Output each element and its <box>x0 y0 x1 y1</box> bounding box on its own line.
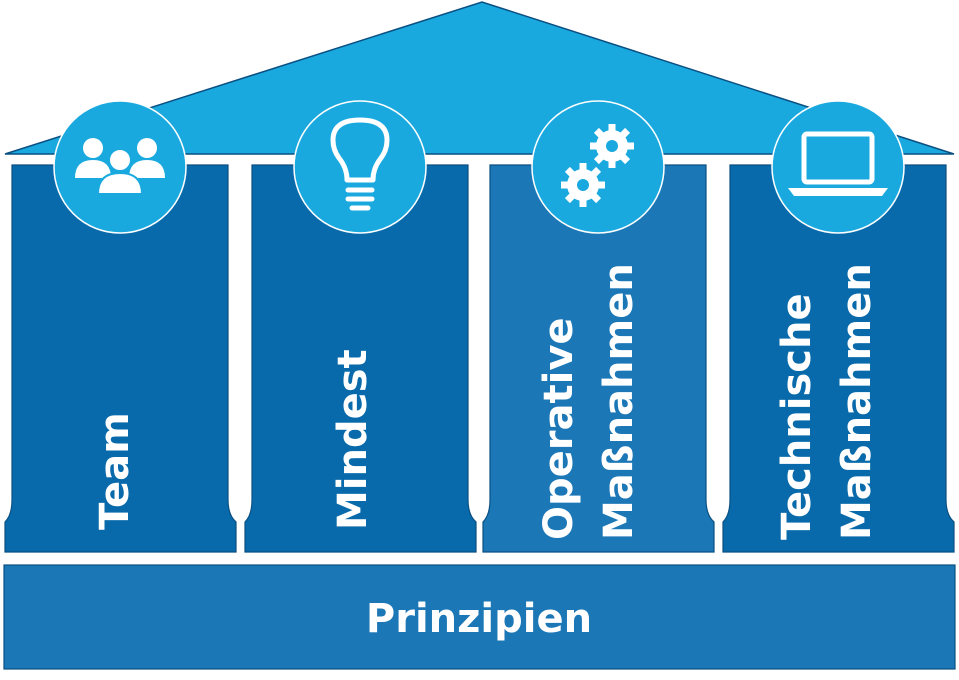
base-label: Prinzipien <box>366 596 592 642</box>
pillar-operative-shaft <box>482 164 715 553</box>
pillar-team: Team <box>4 100 237 553</box>
pillar-technische-icon-circle <box>771 100 905 234</box>
pillar-mindest: Mindest <box>244 100 477 553</box>
lightbulb-icon <box>330 117 390 211</box>
pillar-mindest-label: Mindest <box>330 349 376 530</box>
pillar-technische-massnahmen: Technische Maßnahmen <box>722 100 955 553</box>
pillar-operative-icon-circle <box>531 100 665 234</box>
pillar-technische-label-line1: Technische <box>774 293 820 540</box>
pillar-operative-massnahmen: Operative Maßnahmen <box>482 100 715 553</box>
pillar-operative-label-line2: Maßnahmen <box>596 263 642 540</box>
gears-icon <box>561 124 634 207</box>
pillar-technische-label-line2: Maßnahmen <box>834 263 880 540</box>
pillar-mindest-icon-circle <box>293 100 427 234</box>
pillar-technische-shaft <box>722 164 955 553</box>
pillar-team-label: Team <box>92 412 138 530</box>
base-slab <box>3 564 956 670</box>
team-icon <box>75 138 165 195</box>
pillar-team-shaft <box>4 164 237 553</box>
pillar-mindest-shaft <box>244 164 477 553</box>
base-prinzipien: Prinzipien <box>3 564 956 670</box>
laptop-icon <box>788 131 888 196</box>
roof <box>4 1 955 155</box>
pillar-operative-label-line1: Operative <box>536 317 582 540</box>
